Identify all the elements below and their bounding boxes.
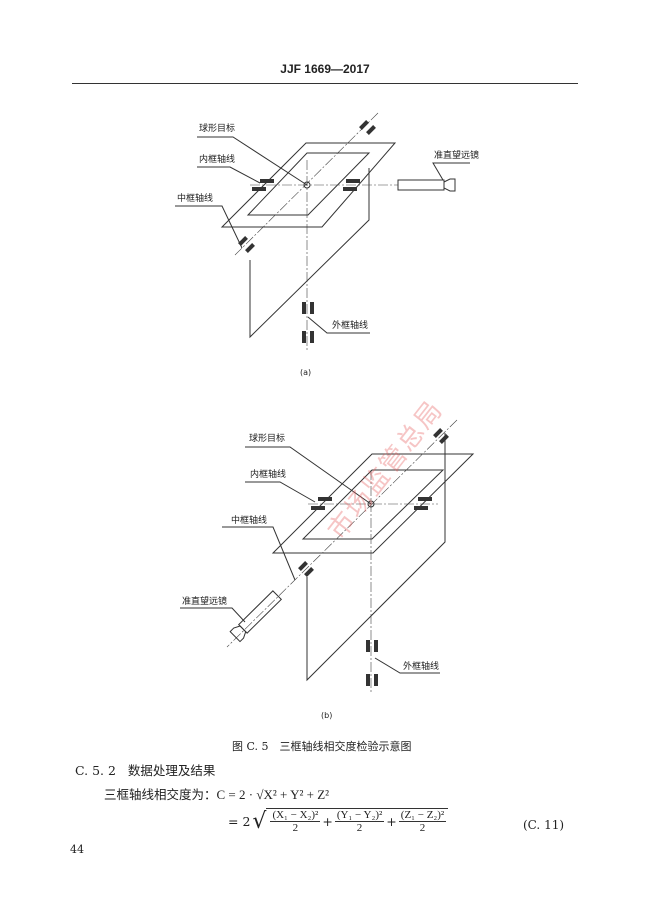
figure-a-diagram: 球形目标 内框轴线 中框轴线 准直望远镜 外框轴线 (a) [175, 112, 479, 377]
label-inner-axis: 内框轴线 [250, 468, 286, 480]
spherical-target [367, 500, 375, 508]
equation-number: (C. 11) [523, 818, 565, 832]
spherical-target [303, 181, 311, 189]
label-outer-axis: 外框轴线 [403, 660, 439, 672]
equation-line-1: 三框轴线相交度为：C = 2 · √X² + Y² + Z² [104, 784, 329, 803]
caption-b: (b) [321, 711, 332, 720]
label-outer-axis: 外框轴线 [332, 319, 368, 331]
bearings-b [298, 428, 449, 686]
outer-frame [220, 142, 397, 228]
middle-frame-plane [306, 454, 446, 682]
middle-frame-plane [249, 168, 370, 339]
outer-frame [271, 453, 475, 554]
figure-b-diagram: 球形目标 内框轴线 中框轴线 准直望远镜 外框轴线 (b) [180, 419, 475, 720]
label-target: 球形目标 [199, 122, 235, 134]
inner-frame [246, 152, 371, 216]
equation-prefix: = 2 [228, 813, 251, 829]
telescope-a [397, 178, 456, 192]
section-heading: C. 5. 2 数据处理及结果 [75, 760, 215, 779]
caption-a: (a) [300, 368, 311, 377]
equation-lead: 三框轴线相交度为： [104, 787, 217, 802]
section-number: C. 5. 2 [75, 763, 116, 778]
page-number: 44 [70, 843, 84, 856]
middle-axis-line [234, 112, 379, 256]
middle-axis-line [226, 419, 458, 648]
label-middle-axis: 中框轴线 [231, 514, 267, 526]
label-target: 球形目标 [249, 432, 285, 444]
section-title: 数据处理及结果 [127, 763, 216, 778]
label-inner-axis: 内框轴线 [199, 153, 235, 165]
equation-line-1-formula: C = 2 · √X² + Y² + Z² [216, 787, 330, 802]
bearings-a [238, 120, 376, 343]
figure-caption: 图 C. 5 三框轴线相交度检验示意图 [232, 740, 412, 753]
running-header: JJF 1669—2017 [280, 62, 370, 76]
label-telescope: 准直望远镜 [434, 149, 479, 161]
figure-diagrams: 球形目标 内框轴线 中框轴线 准直望远镜 外框轴线 (a) [175, 112, 479, 720]
label-middle-axis: 中框轴线 [177, 192, 213, 204]
inner-frame [301, 469, 445, 540]
telescope-b [229, 590, 283, 643]
header-rule [72, 83, 578, 84]
label-telescope: 准直望远镜 [182, 595, 227, 607]
